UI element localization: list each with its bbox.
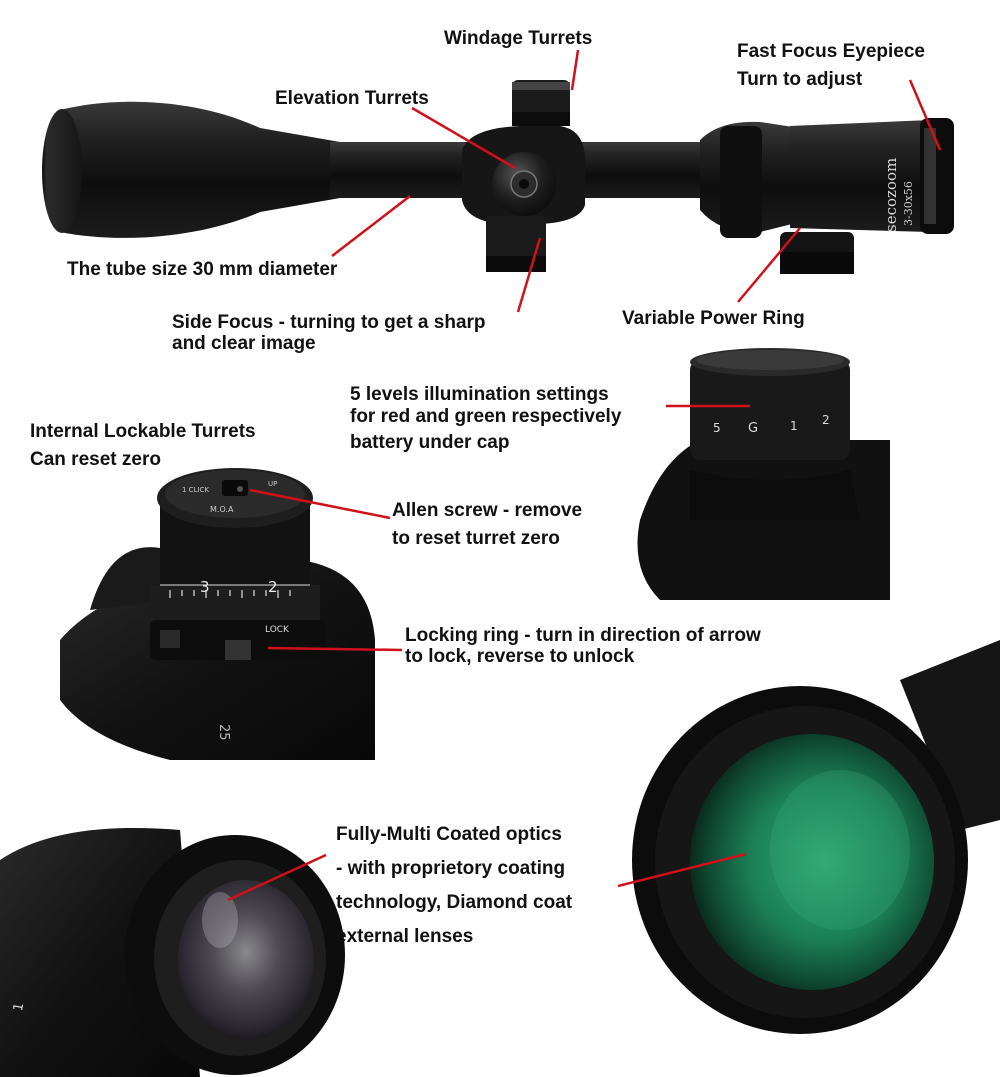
dial-number-5: 5 <box>713 421 721 435</box>
side-focus-label-line1: Side Focus - turning to get a sharp <box>172 312 486 333</box>
allen-screw-label: Allen screw - remove to reset turret zer… <box>392 497 582 553</box>
barrel-number: 25 <box>216 724 231 741</box>
brand-text: secozoom <box>882 158 900 232</box>
click-mark: 1 CLICK <box>182 486 209 494</box>
dial-number-1: 1 <box>790 419 798 433</box>
moa-mark: M.O.A <box>210 505 234 514</box>
up-mark: UP <box>268 480 277 488</box>
full-scope: secozoom 3-30x56 <box>42 80 954 274</box>
eyepiece-label: Fast Focus Eyepiece Turn to adjust <box>737 38 925 94</box>
eyepiece-label-line1: Fast Focus Eyepiece <box>737 41 925 62</box>
locking-label-line2: to lock, reverse to unlock <box>405 646 635 667</box>
lockable-turrets-label: Internal Lockable Turrets Can reset zero <box>30 418 256 474</box>
coated-label-line3: technology, Diamond coat <box>336 892 573 913</box>
dial-number-2: 2 <box>822 413 830 427</box>
power-ring-label: Variable Power Ring <box>622 308 805 329</box>
eyepiece-closeup: 1 <box>0 828 345 1077</box>
elevation-turrets-label: Elevation Turrets <box>275 88 429 109</box>
ring-number-2: 2 <box>268 578 278 596</box>
objective-closeup <box>632 640 1000 1034</box>
locking-ring-label: Locking ring - turn in direction of arro… <box>405 625 761 667</box>
illumination-label-line3: battery under cap <box>350 432 510 453</box>
tube-size-label: The tube size 30 mm diameter <box>67 259 338 280</box>
turret-closeup: 3 2 LOCK M.O.A 1 CLICK UP 25 <box>60 468 375 760</box>
model-text: 3-30x56 <box>902 181 915 226</box>
coated-label-line1: Fully-Multi Coated optics <box>336 824 562 845</box>
allen-label-line1: Allen screw - remove <box>392 500 583 521</box>
eyepiece-label-line2: Turn to adjust <box>737 69 863 90</box>
allen-label-line2: to reset turret zero <box>392 528 560 549</box>
coated-label-line2: - with proprietory coating <box>336 858 566 879</box>
lockable-label-line2: Can reset zero <box>30 449 161 470</box>
ring-number-3: 3 <box>200 578 210 596</box>
coated-optics-label: Fully-Multi Coated optics - with proprie… <box>336 818 572 954</box>
illumination-dial: 5 G 1 2 <box>637 348 890 600</box>
illumination-label-line1: 5 levels illumination settings <box>350 384 609 405</box>
side-number: 1 <box>11 1002 27 1013</box>
side-focus-label-line2: and clear image <box>172 333 316 354</box>
illumination-label: 5 levels illumination settings for red a… <box>350 384 621 454</box>
locking-label-line1: Locking ring - turn in direction of arro… <box>405 625 761 646</box>
illumination-label-line2: for red and green respectively <box>350 406 622 427</box>
windage-turrets-label: Windage Turrets <box>444 28 593 49</box>
lockable-label-line1: Internal Lockable Turrets <box>30 421 256 442</box>
lock-mark: LOCK <box>265 625 290 635</box>
leader-lines <box>227 49 942 902</box>
coated-label-line4: external lenses <box>336 926 474 947</box>
side-focus-label: Side Focus - turning to get a sharp and … <box>172 312 486 354</box>
dial-g: G <box>748 421 758 436</box>
